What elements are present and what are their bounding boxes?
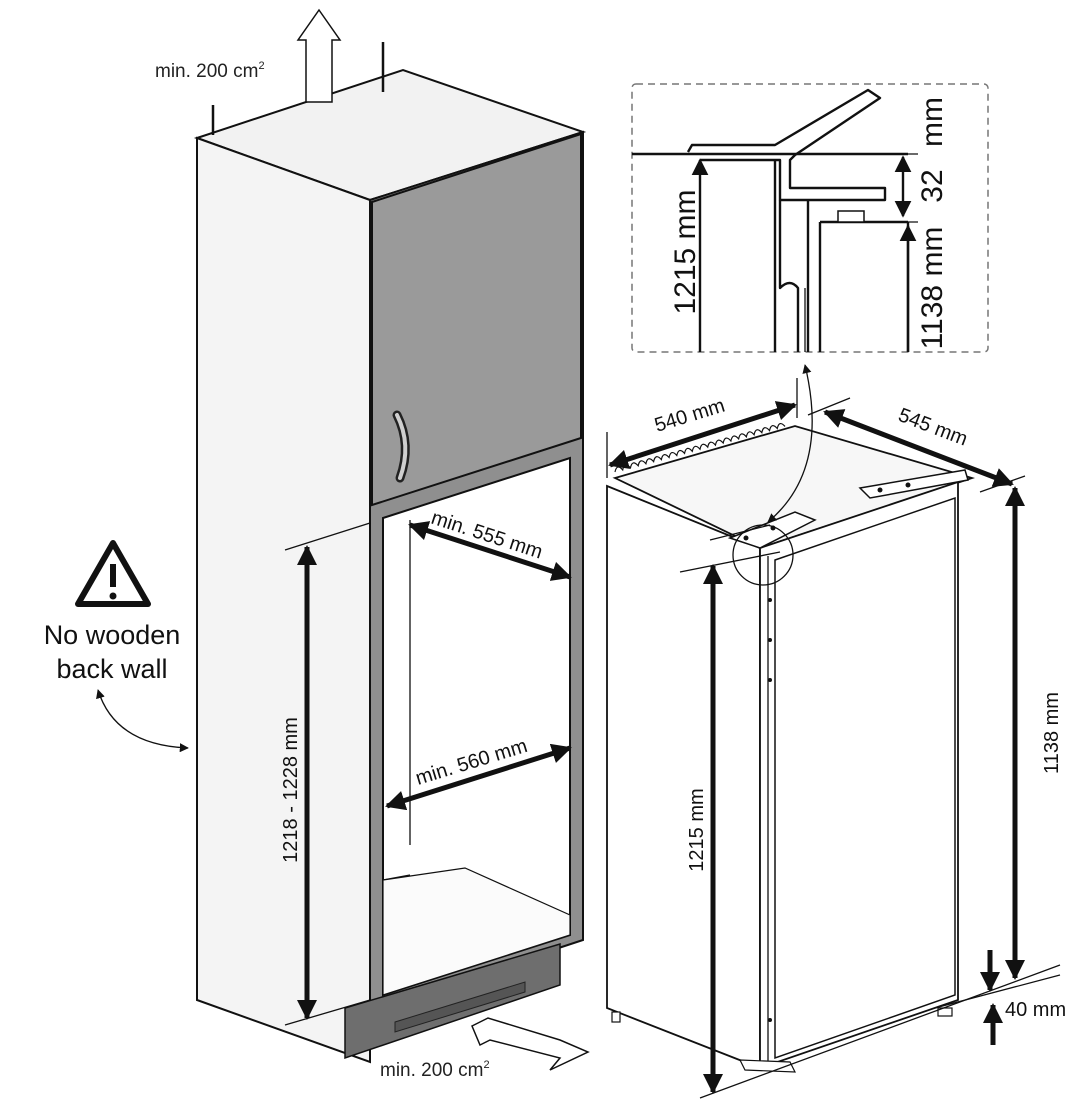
plinth-gap-label: 40 mm	[1005, 999, 1066, 1021]
niche-depth-dimension	[408, 521, 572, 581]
detail-inset	[631, 83, 989, 353]
arrow-up-icon	[296, 8, 342, 103]
warning-triangle-icon	[75, 540, 151, 607]
plinth-gap-dimension	[980, 950, 1003, 1045]
detail-mm-label: mm	[916, 97, 949, 147]
appliance	[606, 423, 976, 1073]
detail-1215-label: 1215 mm	[669, 189, 702, 314]
arrow-right-icon	[471, 1017, 590, 1071]
detail-pointer	[767, 364, 813, 523]
niche-height-dimension	[284, 522, 371, 1026]
detail-1138-label: 1138 mm	[916, 227, 949, 350]
warning-line2: back wall	[56, 654, 167, 684]
unit-height-door-label: 1215 mm	[686, 788, 708, 871]
vent-top-label: min. 200 cm2	[155, 60, 265, 82]
vent-bottom-label: min. 200 cm2	[380, 1059, 490, 1081]
appliance-door	[774, 496, 956, 1060]
unit-depth-dimension	[807, 397, 1026, 493]
niche-width-dimension	[385, 743, 572, 811]
upper-cabinet-door	[371, 132, 582, 507]
detail-32-label: 32	[916, 169, 949, 202]
warning-line1: No wooden	[44, 620, 181, 650]
warning-pointer	[96, 689, 189, 753]
unit-height-body-label: 1138 mm	[1041, 692, 1063, 774]
niche-height-label: 1218 - 1228 mm	[280, 717, 302, 863]
